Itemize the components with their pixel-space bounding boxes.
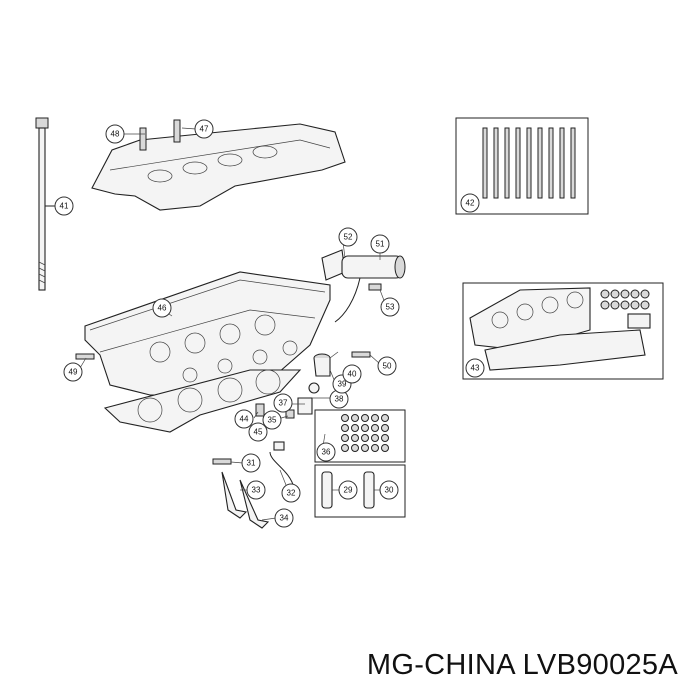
svg-text:42: 42 [466, 199, 475, 208]
svg-text:45: 45 [254, 428, 263, 437]
svg-text:41: 41 [60, 202, 69, 211]
svg-text:47: 47 [200, 125, 209, 134]
callout-47: 47 [194, 119, 214, 139]
callout-48: 48 [105, 124, 125, 144]
callout-33: 33 [246, 480, 266, 500]
valve-cover [91, 119, 346, 211]
valve-collets-box [314, 464, 406, 518]
gasket-set-box [462, 282, 664, 380]
callout-36: 36 [316, 442, 336, 462]
callout-32: 32 [281, 483, 301, 503]
dowel-45 [255, 403, 265, 417]
callout-30: 30 [379, 480, 399, 500]
head-bolt-long [35, 117, 56, 291]
svg-text:50: 50 [383, 362, 392, 371]
svg-text:51: 51 [376, 240, 385, 249]
thermostat-housing [321, 249, 406, 323]
callout-51: 51 [370, 234, 390, 254]
callout-45: 45 [248, 422, 268, 442]
callout-42: 42 [460, 193, 480, 213]
callout-41: 41 [54, 196, 74, 216]
valves [212, 441, 295, 529]
svg-text:32: 32 [287, 489, 296, 498]
svg-text:44: 44 [240, 415, 249, 424]
svg-text:29: 29 [344, 486, 353, 495]
svg-text:40: 40 [348, 370, 357, 379]
callout-46: 46 [152, 298, 172, 318]
callout-40: 40 [342, 364, 362, 384]
svg-text:52: 52 [344, 233, 353, 242]
svg-text:33: 33 [252, 486, 261, 495]
svg-text:34: 34 [280, 514, 289, 523]
callout-53: 53 [380, 297, 400, 317]
callout-49: 49 [63, 362, 83, 382]
stud-50 [351, 351, 371, 358]
callout-43: 43 [465, 358, 485, 378]
callout-52: 52 [338, 227, 358, 247]
callout-50: 50 [377, 356, 397, 376]
part-number-caption: MG-CHINA LVB90025A [366, 649, 678, 681]
svg-text:49: 49 [69, 368, 78, 377]
plug-35 [285, 409, 295, 419]
svg-text:43: 43 [471, 364, 480, 373]
svg-text:30: 30 [385, 486, 394, 495]
svg-text:38: 38 [335, 395, 344, 404]
head-gasket [103, 369, 302, 433]
callout-34: 34 [274, 508, 294, 528]
stud-49 [75, 353, 95, 360]
svg-text:36: 36 [322, 448, 331, 457]
callout-35: 35 [262, 410, 282, 430]
svg-text:48: 48 [111, 130, 120, 139]
callout-31: 31 [241, 453, 261, 473]
svg-text:46: 46 [158, 304, 167, 313]
svg-text:31: 31 [247, 459, 256, 468]
svg-text:39: 39 [338, 380, 347, 389]
callout-37: 37 [273, 393, 293, 413]
tappet-parts [297, 353, 331, 415]
svg-text:35: 35 [268, 416, 277, 425]
svg-text:37: 37 [279, 399, 288, 408]
callout-29: 29 [338, 480, 358, 500]
callout-44: 44 [234, 409, 254, 429]
svg-text:53: 53 [386, 303, 395, 312]
